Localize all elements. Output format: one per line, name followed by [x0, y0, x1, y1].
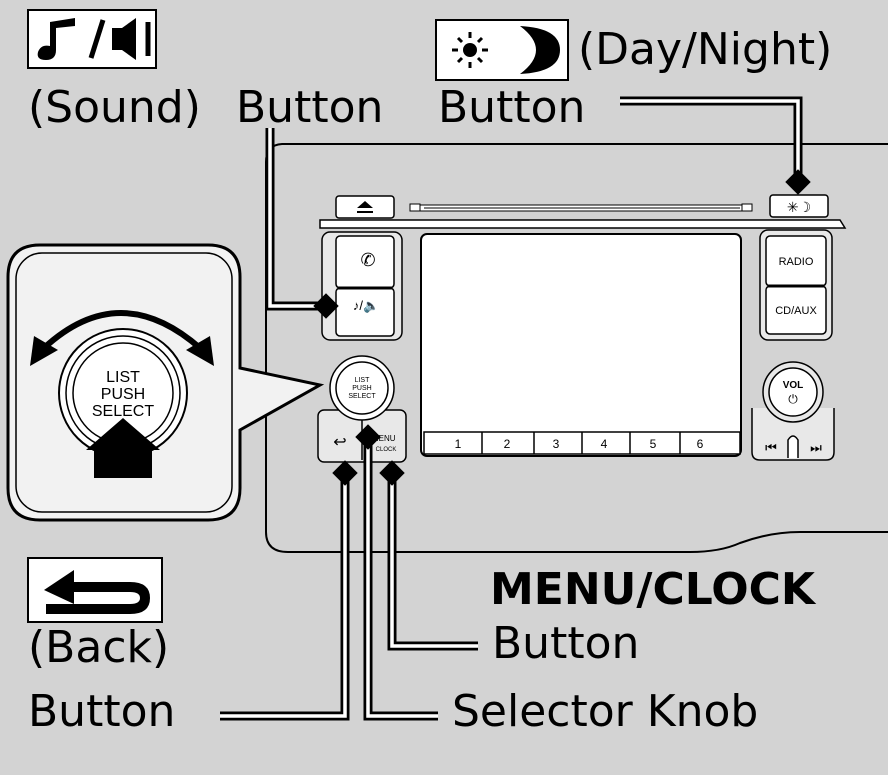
phone-icon: ✆ — [360, 250, 375, 270]
inset-list-label: LIST — [106, 369, 140, 386]
right-button-column: RADIO CD/AUX — [759, 229, 833, 341]
volume-knob[interactable] — [768, 367, 818, 417]
sound-small-icon: ♪/🔈 — [353, 298, 379, 314]
back-arrow-icon — [27, 557, 163, 623]
day-night-button[interactable]: ✳☽ — [769, 194, 829, 218]
back-paren-label: (Back) — [28, 622, 170, 673]
vol-label: VOL — [783, 380, 804, 391]
inset-select-label: SELECT — [92, 403, 154, 420]
menu-clock-button-label: Button — [492, 618, 640, 669]
day-night-icon — [435, 19, 569, 81]
push-arrow — [86, 418, 160, 478]
knob-list-label: LIST — [355, 377, 371, 384]
volume-area: VOL ⏻ ⏮ ⏭ — [751, 361, 835, 461]
cd-slot — [409, 203, 753, 212]
day-night-paren-label: (Day/Night) — [578, 24, 833, 75]
display-screen: 1 2 3 4 5 6 — [420, 233, 742, 457]
back-button-label: Button — [28, 686, 176, 737]
knob-select-label: SELECT — [348, 393, 376, 400]
menu-small-label: IENU — [376, 434, 395, 443]
preset-5[interactable]: 5 — [650, 437, 657, 451]
day-night-small-icon: ✳☽ — [787, 199, 811, 215]
cd-aux-label: CD/AUX — [775, 305, 817, 317]
inset-push-label: PUSH — [101, 386, 145, 403]
rotate-arrow — [41, 310, 202, 351]
preset-6[interactable]: 6 — [697, 437, 704, 451]
selector-knob-area: ↩ IENU CLOCK LIST PUSH SELECT — [317, 355, 407, 463]
preset-1[interactable]: 1 — [455, 437, 462, 451]
menu-clock-title: MENU/CLOCK — [490, 564, 816, 615]
clock-small-label: CLOCK — [376, 447, 397, 453]
seek-back-icon[interactable]: ⏮ — [765, 440, 777, 455]
day-night-button-label: Button — [438, 82, 586, 133]
preset-buttons: 1 2 3 4 5 6 — [455, 432, 704, 454]
preset-2[interactable]: 2 — [504, 437, 511, 451]
leader-lines-inner — [220, 99, 800, 718]
eject-icon — [357, 201, 373, 213]
knob-push-label: PUSH — [352, 385, 371, 392]
leader-markers — [313, 169, 811, 486]
selector-knob-label: Selector Knob — [452, 686, 759, 737]
sound-paren-label: (Sound) — [28, 82, 201, 133]
top-rail: ✳☽ — [319, 194, 847, 229]
selector-knob[interactable] — [335, 361, 389, 415]
inset-callout: LIST PUSH SELECT — [6, 243, 325, 522]
sound-icon — [27, 9, 157, 69]
seek-forward-icon[interactable]: ⏭ — [810, 440, 822, 455]
preset-4[interactable]: 4 — [601, 437, 608, 451]
preset-3[interactable]: 3 — [553, 437, 560, 451]
radio-label: RADIO — [779, 256, 814, 268]
back-small-icon[interactable]: ↩ — [333, 434, 346, 451]
power-icon: ⏻ — [788, 392, 798, 406]
sound-button-label: Button — [236, 82, 384, 133]
eject-button[interactable] — [335, 195, 395, 219]
left-button-column: ✆ ♪/🔈 — [321, 231, 403, 341]
